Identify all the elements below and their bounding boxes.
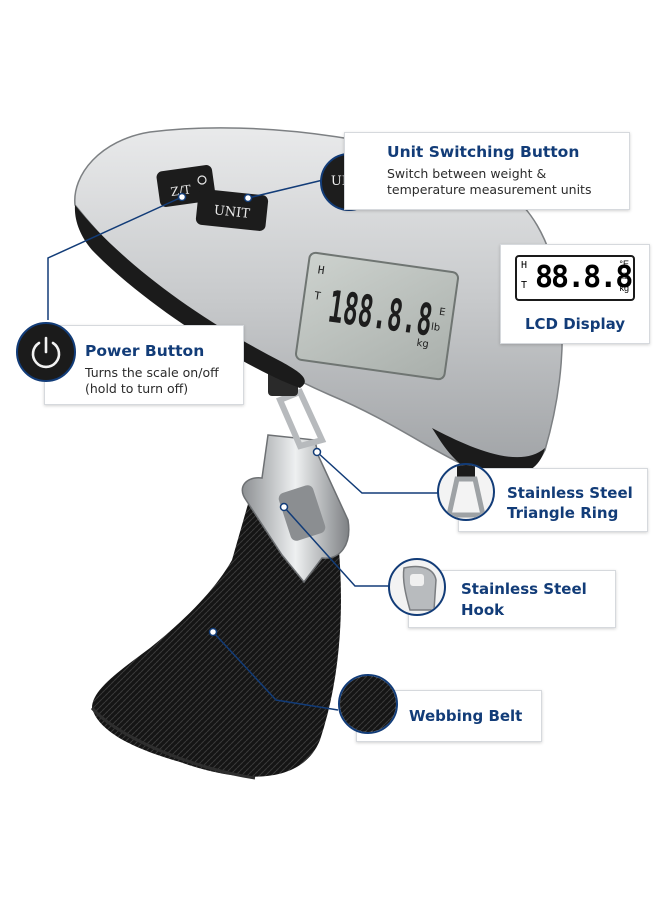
- hook-callout-circle: [388, 558, 446, 616]
- lcd-icon-side-t: T: [521, 280, 528, 291]
- lcd-icon-digits: 88.8.8: [535, 260, 633, 295]
- unit-switching-desc: Switch between weight & temperature meas…: [387, 166, 592, 197]
- belt-callout-circle: [338, 674, 398, 734]
- lcd-display-card: H T 88.8.8 °E lb kg LCD Display: [500, 244, 650, 344]
- webbing-belt: [92, 478, 341, 777]
- device-power-button-label: Z/T: [170, 182, 192, 199]
- leader-hook: [283, 506, 392, 587]
- lcd-icon-side-h: H: [521, 260, 528, 271]
- stainless-hook-title: Stainless Steel Hook: [461, 580, 587, 619]
- hook-icon: [402, 565, 437, 611]
- device-lcd-side-t: T: [313, 289, 322, 303]
- power-icon: [31, 336, 61, 369]
- webbing-icon: [340, 676, 396, 732]
- device-lcd-unit-lb: lb: [430, 322, 441, 334]
- leader-belt: [212, 631, 339, 711]
- ring-icon: [445, 465, 487, 518]
- leader-power: [47, 196, 183, 320]
- lcd-icon-unit-lb: lb: [621, 271, 629, 281]
- device-lcd-side-h: H: [317, 263, 325, 277]
- ring-callout-circle: [437, 463, 495, 521]
- device-lcd: [294, 251, 460, 381]
- leader-ring: [316, 451, 440, 494]
- lcd-icon-unit-kg: kg: [619, 283, 629, 293]
- lcd-icon-unit-e: °E: [619, 259, 629, 269]
- power-button-desc: Turns the scale on/off (hold to turn off…: [85, 365, 219, 396]
- device-lcd-unit-e: E: [438, 307, 446, 319]
- device-lcd-unit-kg: kg: [416, 338, 430, 351]
- leader-unit: [247, 179, 324, 199]
- power-button-title: Power Button: [85, 342, 205, 360]
- webbing-belt-title: Webbing Belt: [409, 707, 523, 725]
- power-callout-circle: [16, 322, 76, 382]
- device-unit-button-label: UNIT: [213, 203, 251, 222]
- lcd-display-icon: H T 88.8.8 °E lb kg: [515, 255, 635, 301]
- unit-switching-card: Unit Switching Button Switch between wei…: [344, 132, 630, 210]
- power-button-card: Power Button Turns the scale on/off (hol…: [44, 325, 244, 405]
- unit-switching-title: Unit Switching Button: [387, 143, 580, 161]
- lcd-display-title: LCD Display: [524, 315, 626, 333]
- triangle-ring-title: Stainless Steel Triangle Ring: [507, 484, 633, 522]
